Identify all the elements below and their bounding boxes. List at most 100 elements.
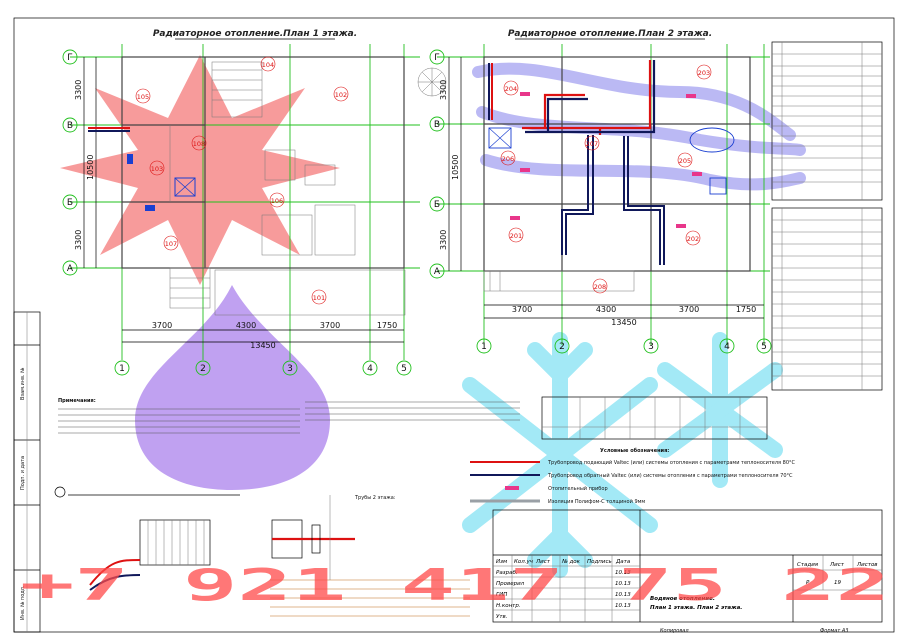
room-102: 102: [335, 91, 347, 99]
stamp-col-kol: Кол.уч: [514, 559, 534, 565]
plan1-walls: [121, 56, 406, 316]
axis-b-1: Б: [67, 198, 73, 208]
stamp-col-list: Лист: [535, 559, 551, 565]
watermark-star: [60, 55, 340, 285]
axis-2-2: 2: [559, 342, 565, 352]
axis-b-2: Б: [434, 200, 440, 210]
stamp-stage-header: Стадия: [797, 562, 819, 568]
room-table-1: [771, 41, 883, 201]
watermark-snowflake: [462, 332, 783, 578]
room-202: 202: [687, 235, 699, 243]
plan2-pipes: [488, 60, 665, 265]
stamp-sheets-header: Листов: [856, 562, 878, 568]
room-206: 206: [502, 155, 514, 163]
axis-a-1: А: [67, 264, 74, 274]
dim-h2-1: 4300: [236, 321, 256, 330]
dim-h1-2: 3700: [512, 305, 532, 314]
plan1-axis-numbers: 1 2 3 4 5: [114, 360, 412, 376]
axis-5-1: 5: [401, 364, 407, 374]
stamp-col-date: Дата: [615, 559, 631, 565]
notes-title: Примечания:: [58, 398, 96, 404]
stamp-sheet-header: Лист: [829, 562, 845, 568]
stamp-desc-2: План 1 этажа. План 2 этажа.: [650, 605, 742, 611]
title-block: [492, 509, 883, 623]
dim-v-top-2: 3300: [439, 80, 448, 100]
side-stamp-2: Подп. и дата: [20, 456, 26, 490]
footer-copied: Копировал: [660, 628, 689, 634]
stamp-col-doc: № док: [561, 559, 581, 565]
plan2-rooms: 204 203 207 206 205 201 202 208: [500, 64, 712, 294]
axis-g-1: Г: [67, 53, 73, 63]
dim-h1-1: 3700: [152, 321, 172, 330]
riser-note: Трубы 2 этажа:: [354, 495, 396, 501]
dim-h3-2: 3700: [679, 305, 699, 314]
notes-lines: [58, 401, 520, 434]
room-108: 108: [193, 140, 205, 148]
axis-4-1: 4: [367, 364, 373, 374]
plan1-rooms: 104 105 102 108 103 106 107 101: [135, 56, 349, 305]
detail-note-lines: [270, 579, 470, 617]
stamp-desc-1: Водяное отопление.: [650, 596, 715, 602]
watermark-swirl: [472, 62, 806, 191]
room-105: 105: [137, 93, 149, 101]
axis-4-2: 4: [724, 342, 730, 352]
footer-format: Формат А3: [820, 628, 848, 634]
axis-v-2: В: [434, 120, 440, 130]
plan2-title: Радиаторное отопление.План 2 этажа.: [508, 29, 712, 39]
plan1-title: Радиаторное отопление.План 1 этажа.: [153, 29, 357, 39]
load-table: [541, 396, 768, 440]
room-204: 204: [505, 85, 517, 93]
room-208: 208: [594, 283, 606, 291]
plan2-radiators: [510, 92, 702, 228]
plan2-axis-numbers: 1 2 3 4 5: [476, 338, 772, 354]
legend-device: Отопительный прибор: [548, 485, 608, 492]
plan2-axis-letters: Г В Б А: [429, 49, 445, 279]
axis-2-1: 2: [200, 364, 206, 374]
legend-return: Трубопровод обратный Valtec (или) систем…: [547, 472, 793, 479]
dim-v-bot-2: 3300: [439, 230, 448, 250]
dim-h4-1: 1750: [377, 321, 397, 330]
stamp-date-2: 10.13: [615, 581, 631, 587]
watermark-drop: [135, 285, 330, 490]
dim-h4-2: 1750: [736, 305, 756, 314]
legend-supply: Трубопровод подающий Valtec (или) систем…: [547, 459, 796, 466]
stamp-col-izm: Изм: [496, 559, 507, 565]
watermark-phone: +7 921 417 75 22: [20, 560, 890, 611]
axis-5-2: 5: [761, 342, 767, 352]
dim-v-mid-2: 10500: [451, 155, 460, 180]
axis-g-2: Г: [434, 53, 440, 63]
dim-h2-2: 4300: [596, 305, 616, 314]
axis-1-2: 1: [481, 342, 487, 352]
stamp-row-razrab: Разраб.: [496, 570, 518, 576]
dim-h3-1: 3700: [320, 321, 340, 330]
dim-total-2: 13450: [611, 318, 636, 327]
plan1-pipes: [88, 127, 130, 132]
legend-insulation: Изоляция Полифом-С толщиной 9мм: [548, 498, 645, 505]
room-106: 106: [271, 197, 283, 205]
side-stamp-1: Взам.инв. №: [20, 367, 26, 400]
room-103: 103: [151, 165, 163, 173]
room-203: 203: [698, 69, 710, 77]
legend-device-icon: [505, 486, 519, 490]
plan1-axis-letters: Г В Б А: [62, 49, 78, 276]
legend-title: Условные обозначения:: [600, 447, 669, 454]
stamp-row-utv: Утв.: [496, 614, 508, 620]
room-104: 104: [262, 61, 274, 69]
dim-v-top-1: 3300: [74, 80, 83, 100]
stamp-col-sign: Подпись: [587, 559, 612, 565]
axis-v-1: В: [67, 121, 73, 131]
axis-1-1: 1: [119, 364, 125, 374]
dim-v-bot-1: 3300: [74, 230, 83, 250]
dim-total-1: 13450: [250, 341, 275, 350]
detail-radiator: [54, 486, 240, 591]
side-stamp-3: Инв. № подл.: [20, 585, 26, 620]
stamp-row-nkontr: Н.контр.: [496, 603, 521, 609]
room-205: 205: [679, 157, 691, 165]
stamp-stage-value: Р: [806, 580, 810, 586]
axis-a-2: А: [434, 267, 441, 277]
stamp-date-1: 10.13: [615, 570, 631, 576]
room-201: 201: [510, 232, 522, 240]
room-107: 107: [165, 240, 177, 248]
axis-3-2: 3: [648, 342, 654, 352]
dim-v-mid-1: 10500: [86, 155, 95, 180]
